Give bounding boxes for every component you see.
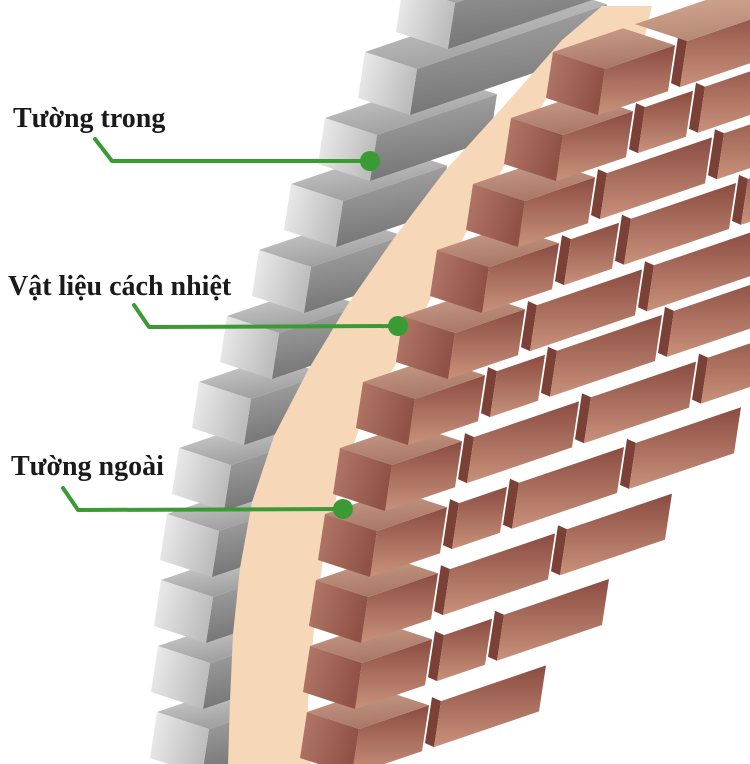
outer-wall-red-bricks — [300, 0, 750, 764]
leader-inner-wall — [93, 137, 371, 163]
label-insulation: Vật liệu cách nhiệt — [8, 271, 232, 302]
leader-insulation — [132, 303, 399, 329]
label-outer-wall: Tường ngoài — [11, 451, 164, 482]
leader-outer-wall — [61, 486, 344, 512]
label-inner-wall: Tường trong — [13, 103, 166, 134]
insulation-layer — [228, 6, 652, 764]
marker-dot-outer-wall — [333, 499, 353, 519]
leader-lines — [61, 137, 399, 512]
marker-dot-insulation — [388, 316, 408, 336]
marker-dot-inner-wall — [360, 151, 380, 171]
